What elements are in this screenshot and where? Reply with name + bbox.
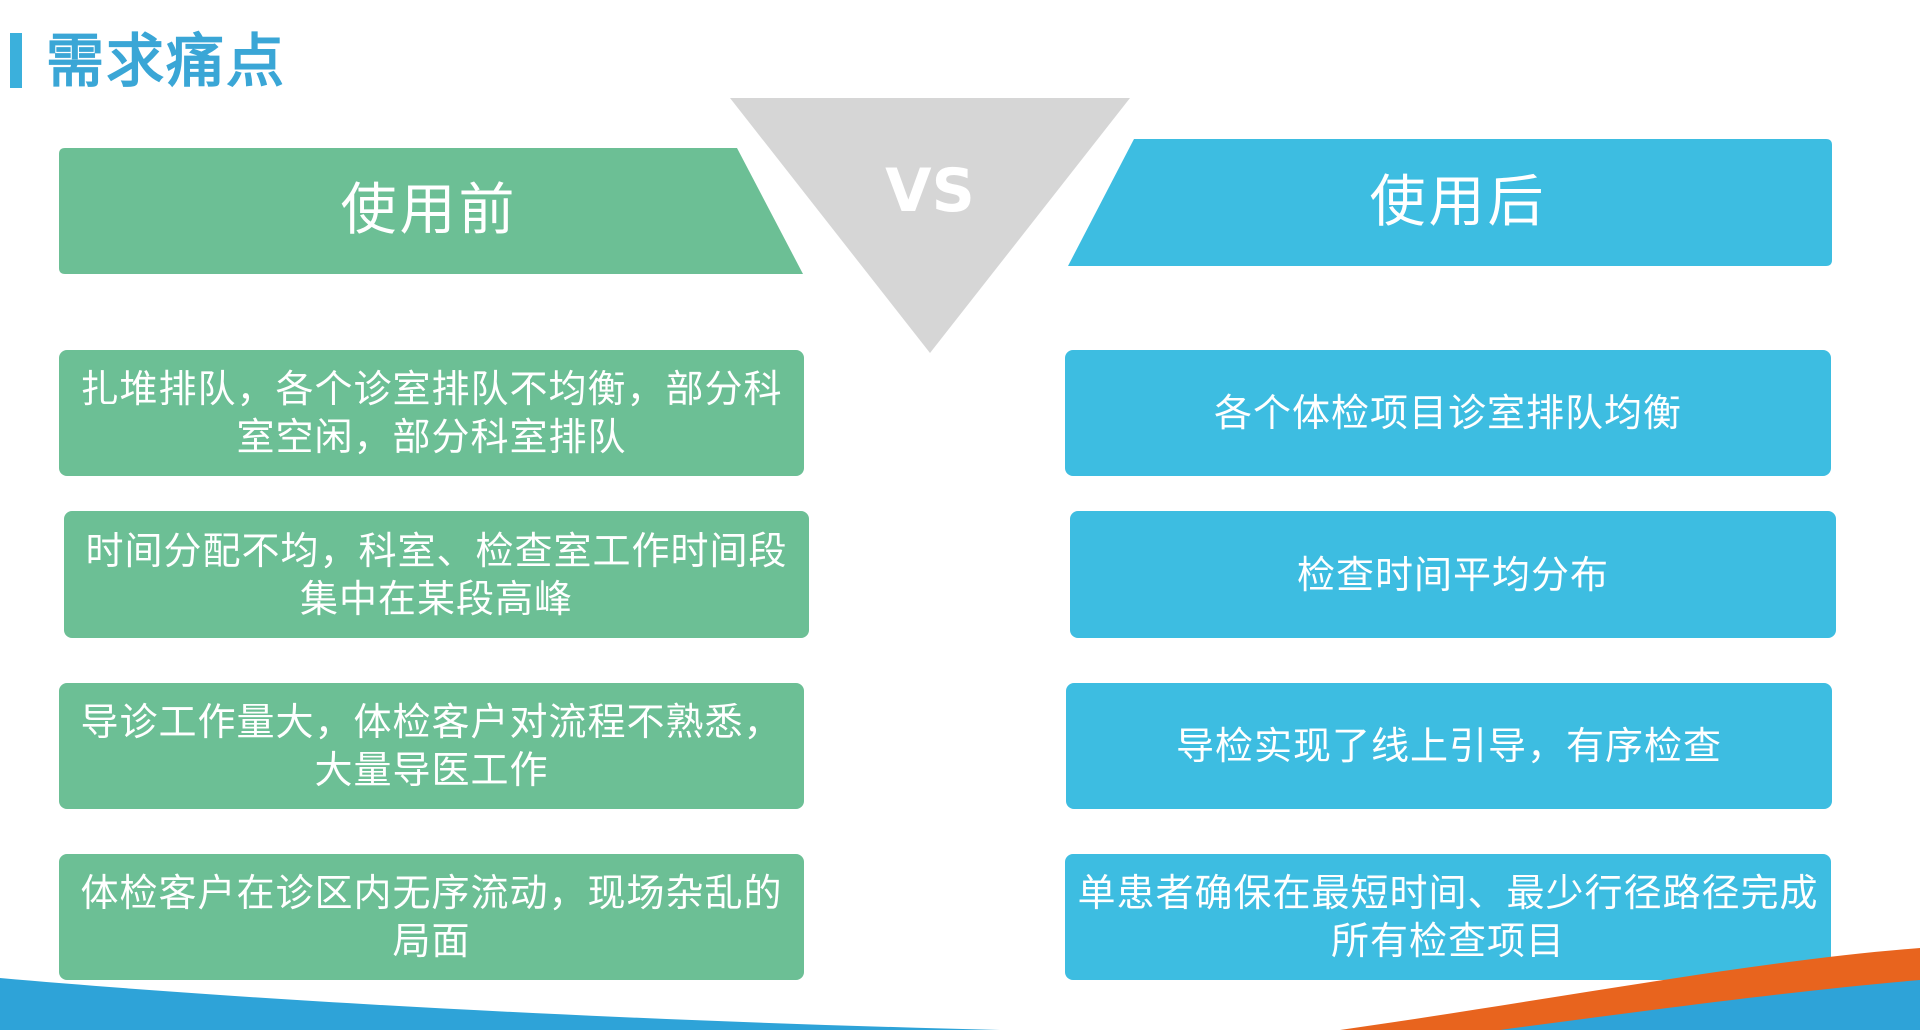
before-header-shape [59, 148, 803, 274]
title-accent-bar [10, 33, 22, 88]
vs-badge: VS [730, 98, 1130, 353]
before-item-4: 体检客户在诊区内无序流动，现场杂乱的局面 [59, 854, 804, 980]
vs-triangle [730, 98, 1130, 353]
after-item-1: 各个体检项目诊室排队均衡 [1065, 350, 1831, 476]
after-header-shape [1068, 139, 1832, 266]
page-title: 需求痛点 [46, 27, 287, 95]
before-header-label: 使用前 [340, 178, 518, 243]
after-item-4: 单患者确保在最短时间、最少行径路径完成所有检查项目 [1065, 854, 1831, 980]
bottom-wave-decoration [0, 948, 1920, 1030]
after-header: 使用后 [1068, 139, 1832, 266]
before-item-3: 导诊工作量大，体检客户对流程不熟悉，大量导医工作 [59, 683, 804, 809]
after-item-2: 检查时间平均分布 [1070, 511, 1836, 638]
vs-label: VS [885, 156, 975, 226]
after-item-3: 导检实现了线上引导，有序检查 [1066, 683, 1832, 809]
before-item-2: 时间分配不均，科室、检查室工作时间段集中在某段高峰 [64, 511, 809, 638]
after-header-label: 使用后 [1369, 169, 1547, 235]
before-item-1: 扎堆排队，各个诊室排队不均衡，部分科室空闲，部分科室排队 [59, 350, 804, 476]
before-header: 使用前 [59, 148, 803, 274]
